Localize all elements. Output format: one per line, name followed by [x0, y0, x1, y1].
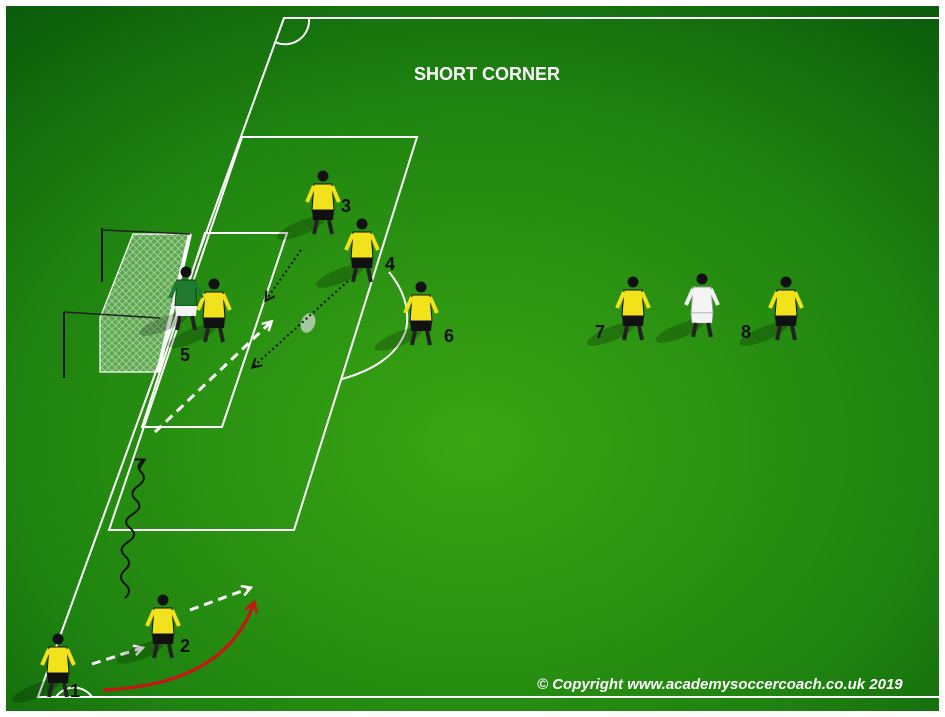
player-number-5: 5 [180, 345, 190, 365]
player-number-4: 4 [385, 254, 395, 274]
player-number-2: 2 [180, 636, 190, 656]
diagram-title: SHORT CORNER [414, 64, 560, 84]
copyright-notice: © Copyright www.academysoccercoach.co.uk… [537, 676, 903, 693]
player-number-3: 3 [341, 196, 351, 216]
player-number-6: 6 [444, 326, 454, 346]
player-number-7: 7 [595, 322, 605, 342]
player-number-1: 1 [70, 681, 80, 701]
player-number-8: 8 [741, 322, 751, 342]
